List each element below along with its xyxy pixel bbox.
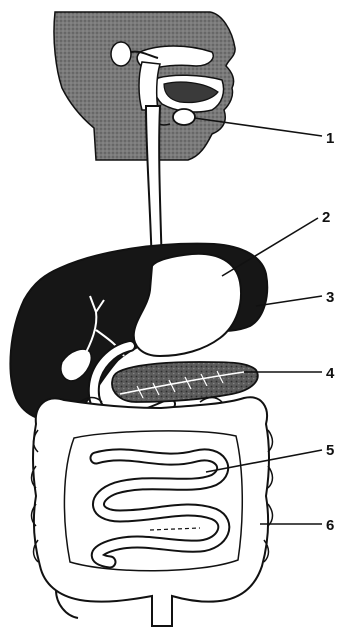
label-6: 6 [326,517,334,534]
callout-numbers: 1 2 3 4 5 6 [322,130,335,534]
label-4: 4 [326,365,335,382]
pharynx [139,62,160,110]
label-2: 2 [322,209,330,226]
label-3: 3 [326,289,334,306]
label-5: 5 [326,442,334,459]
label-1: 1 [326,130,334,147]
head-neck [54,12,235,160]
salivary-gland [173,109,195,125]
esophagus [146,106,162,268]
parotid-gland [111,42,131,66]
